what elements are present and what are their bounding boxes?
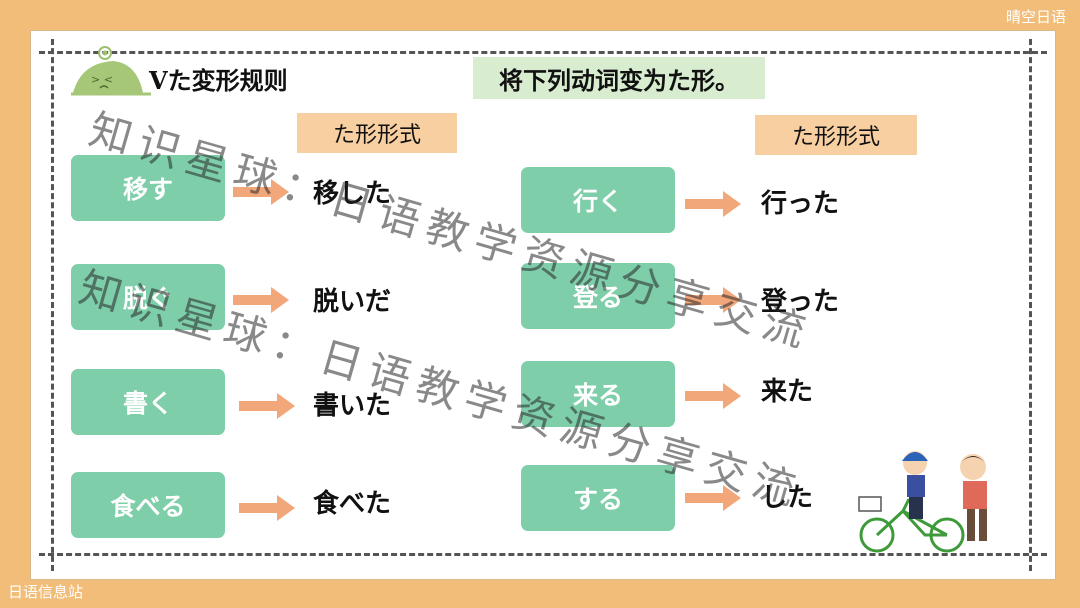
snail-mascot-icon: > < xyxy=(71,46,151,96)
ta-form-result: 移した xyxy=(313,179,392,209)
ta-form-result: 来た xyxy=(761,377,814,407)
verb-card: 書く xyxy=(71,369,225,435)
verb-card: 脱ぐ xyxy=(71,264,225,330)
verb-card: 食べる xyxy=(71,472,225,538)
ta-form-result: 食べた xyxy=(313,489,392,519)
arrow-icon xyxy=(685,485,741,511)
arrow-icon xyxy=(239,495,295,521)
ta-form-result: 書いた xyxy=(313,391,392,421)
ta-form-result: 行った xyxy=(761,189,840,219)
arrow-icon xyxy=(233,179,289,205)
arrow-icon xyxy=(685,383,741,409)
arrow-icon xyxy=(239,393,295,419)
ta-form-result: 脱いだ xyxy=(313,287,392,317)
slide-card: > < Vた変形规则 将下列动词变为た形。 た形形式 た形形式 移す 移した 脱… xyxy=(30,30,1056,580)
arrow-icon xyxy=(685,287,741,313)
dashed-border-right xyxy=(1029,39,1032,571)
svg-text:> <: > < xyxy=(91,73,113,86)
arrow-icon xyxy=(685,191,741,217)
footer-brand: 日语信息站 xyxy=(8,583,84,601)
title-badge: > < Vた変形规则 xyxy=(71,41,321,101)
instruction-banner: 将下列动词变为た形。 xyxy=(473,57,765,99)
verb-card: 移す xyxy=(71,155,225,221)
ta-form-result: 登った xyxy=(761,287,840,317)
verb-card: 登る xyxy=(521,263,675,329)
corner-brand: 晴空日语 xyxy=(1005,8,1066,26)
form-header-right: た形形式 xyxy=(755,115,917,155)
page-title: Vた変形规则 xyxy=(149,66,288,95)
dashed-border-bottom xyxy=(39,553,1047,556)
verb-card: 行く xyxy=(521,167,675,233)
verb-card: する xyxy=(521,465,675,531)
kids-bicycle-illustration xyxy=(858,451,987,553)
form-header-left: た形形式 xyxy=(297,113,457,153)
arrow-icon xyxy=(233,287,289,313)
ta-form-result: した xyxy=(761,483,814,513)
dashed-border-top xyxy=(39,51,1047,54)
verb-card: 来る xyxy=(521,361,675,427)
dashed-border-left xyxy=(51,39,54,571)
